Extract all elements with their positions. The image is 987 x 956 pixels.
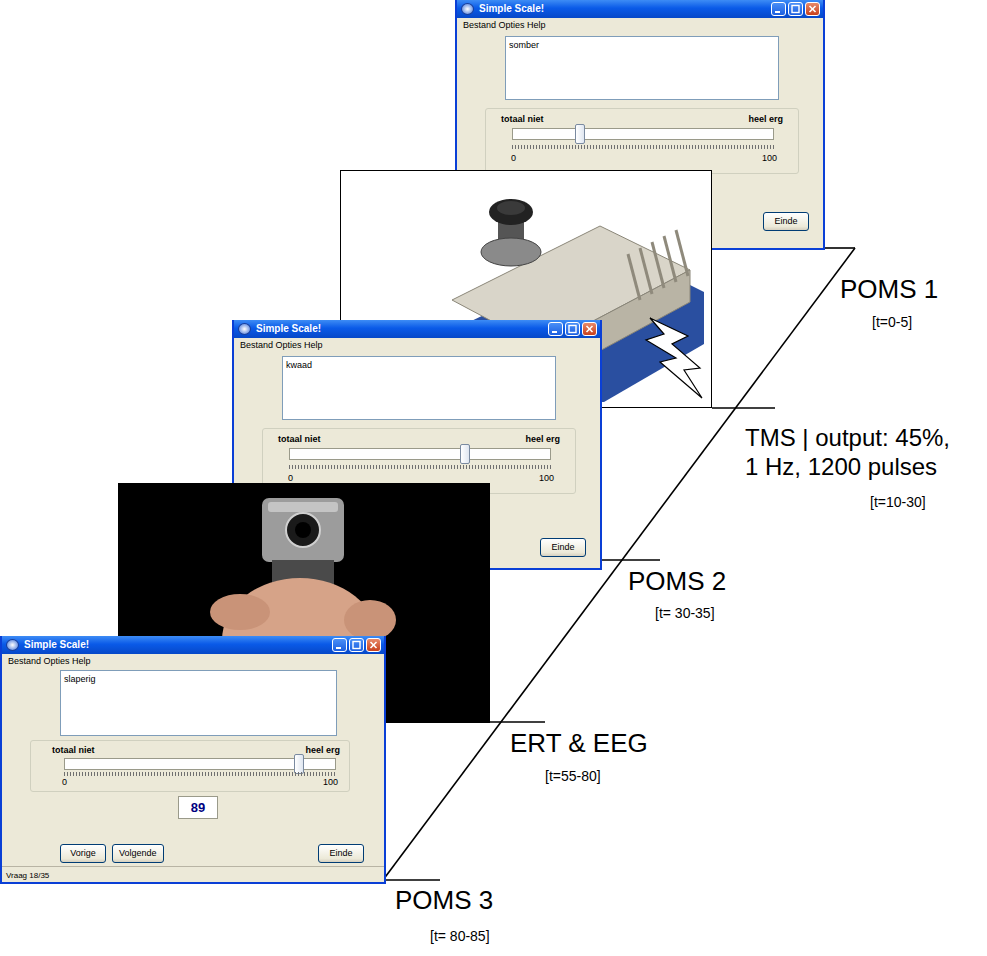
time-window: [t= 30-35]: [655, 605, 715, 622]
scale-max-label: heel erg: [525, 434, 560, 445]
phase-label: TMS | output: 45%, 1 Hz, 1200 pulses: [745, 424, 960, 482]
time-window: [t=0-5]: [872, 314, 912, 331]
app-window: Simple Scale! Bestand Opties Help kwaad tot…: [232, 320, 602, 570]
slider-thumb: [460, 444, 470, 464]
maximize-button: [788, 2, 803, 16]
minimize-button: [332, 638, 347, 652]
dialog-button: Einde: [318, 844, 364, 863]
minimize-button: [771, 2, 786, 16]
phase-label: POMS 2: [628, 566, 726, 597]
app-icon: [6, 639, 19, 651]
dialog-button: Vorige: [60, 844, 106, 863]
close-button: [582, 322, 597, 336]
scale-min-number: 0: [62, 777, 67, 788]
scale-max-number: 100: [539, 473, 554, 484]
text-field: [60, 670, 337, 736]
scale-max-number: 100: [762, 153, 777, 164]
text-field: [282, 356, 556, 420]
close-button: [805, 2, 820, 16]
rated-word: slaperig: [64, 674, 96, 685]
scale-max-label: heel erg: [305, 745, 340, 756]
rated-word: somber: [509, 40, 539, 51]
app-icon: [238, 323, 251, 335]
slider-track: [289, 448, 551, 460]
menu-bar: Bestand Opties Help: [8, 656, 91, 667]
window-title: Simple Scale!: [256, 323, 321, 335]
scale-min-number: 0: [288, 473, 293, 484]
time-window: [t= 80-85]: [430, 928, 490, 945]
text-field: [505, 36, 779, 100]
status-bar: [2, 866, 384, 882]
scale-min-label: totaal niet: [501, 114, 544, 125]
menu-bar: Bestand Opties Help: [240, 340, 323, 351]
time-window: [t=55-80]: [545, 768, 601, 785]
dialog-button: Einde: [540, 538, 586, 557]
maximize-button: [565, 322, 580, 336]
window-title: Simple Scale!: [479, 3, 544, 15]
scale-min-label: totaal niet: [278, 434, 321, 445]
app-window: Simple Scale! Bestand Opties Help slaperig…: [0, 636, 386, 884]
scale-min-number: 0: [511, 153, 516, 164]
slider-track: [512, 128, 774, 140]
app-icon: [461, 3, 474, 15]
phase-label: POMS 3: [395, 885, 493, 916]
slider-ticks: [512, 145, 774, 149]
scale-min-label: totaal niet: [52, 745, 95, 756]
scale-max-label: heel erg: [748, 114, 783, 125]
slider-thumb: [294, 754, 304, 774]
score-display: 89: [178, 796, 218, 819]
scale-max-number: 100: [323, 777, 338, 788]
phase-label: ERT & EEG: [510, 728, 648, 759]
close-button: [366, 638, 381, 652]
dialog-button: Volgende: [112, 844, 164, 863]
slider-thumb: [575, 124, 585, 144]
app-window: Simple Scale! Bestand Opties Help somber to…: [455, 0, 825, 250]
minimize-button: [548, 322, 563, 336]
window-title: Simple Scale!: [24, 639, 89, 651]
slider-ticks: [289, 465, 551, 469]
status-text: Vraag 18/35: [6, 870, 49, 881]
phase-label: POMS 1: [840, 274, 938, 305]
time-window: [t=10-30]: [870, 494, 926, 511]
dialog-button: Einde: [763, 212, 809, 231]
maximize-button: [349, 638, 364, 652]
slider-ticks: [64, 772, 336, 776]
menu-bar: Bestand Opties Help: [463, 20, 546, 31]
rated-word: kwaad: [286, 360, 312, 371]
